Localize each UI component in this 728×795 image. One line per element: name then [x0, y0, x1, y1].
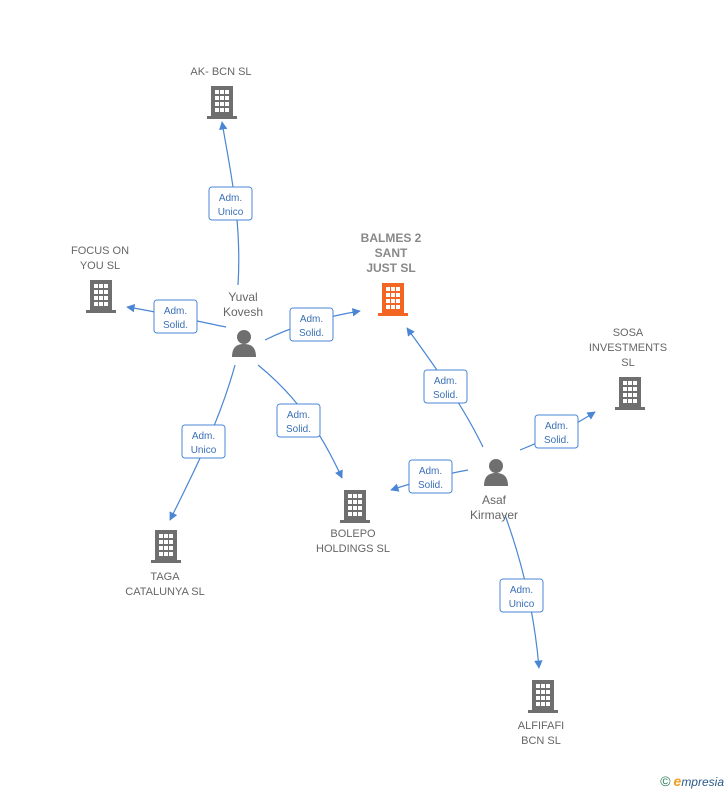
svg-text:Adm.: Adm. [510, 585, 533, 596]
svg-text:Solid.: Solid. [163, 320, 188, 331]
building-icon [151, 530, 181, 563]
person-icon [232, 330, 256, 357]
svg-text:Unico: Unico [218, 207, 244, 218]
building-icon [340, 490, 370, 523]
brand-initial: e [673, 773, 682, 789]
company-balmes[interactable]: BALMES 2 SANT JUST SL [361, 231, 422, 316]
svg-text:Adm.: Adm. [164, 306, 187, 317]
role-labels: Adm. Unico Adm. Solid. Adm. Solid. Adm. … [153, 186, 579, 613]
svg-text:BALMES 2: BALMES 2 [361, 231, 422, 245]
svg-text:JUST SL: JUST SL [366, 261, 415, 275]
building-icon [207, 86, 237, 119]
role-yuval-focus-on-you: Adm. Solid. [153, 299, 198, 334]
role-yuval-balmes: Adm. Solid. [289, 307, 334, 342]
svg-text:BCN SL: BCN SL [521, 735, 561, 747]
svg-text:Adm.: Adm. [419, 466, 442, 477]
company-bolepo[interactable]: BOLEPO HOLDINGS SL [316, 490, 390, 555]
svg-text:Asaf: Asaf [482, 493, 507, 507]
svg-text:FOCUS ON: FOCUS ON [71, 245, 129, 257]
company-alfifafi[interactable]: ALFIFAFI BCN SL [518, 680, 564, 747]
role-asaf-alfifafi: Adm. Unico [499, 578, 544, 613]
svg-text:Adm.: Adm. [287, 410, 310, 421]
building-icon [615, 377, 645, 410]
company-focus-on-you[interactable]: FOCUS ON YOU SL [71, 245, 129, 313]
company-ak-bcn[interactable]: AK- BCN SL [190, 66, 252, 119]
svg-text:YOU SL: YOU SL [80, 260, 120, 272]
company-sosa[interactable]: SOSA INVESTMENTS SL [589, 327, 667, 410]
building-icon [86, 280, 116, 313]
svg-text:Solid.: Solid. [299, 328, 324, 339]
brand-name: mpresia [681, 775, 724, 789]
role-yuval-taga: Adm. Unico [181, 424, 226, 459]
svg-text:Adm.: Adm. [300, 314, 323, 325]
svg-text:Unico: Unico [509, 599, 535, 610]
svg-text:CATALUNYA SL: CATALUNYA SL [125, 586, 204, 598]
svg-text:Yuval: Yuval [228, 290, 257, 304]
empresia-watermark: ©empresia [660, 773, 724, 789]
svg-text:Unico: Unico [191, 445, 217, 456]
person-yuval-kovesh[interactable]: Yuval Kovesh [223, 290, 263, 357]
svg-text:AK- BCN SL: AK- BCN SL [190, 66, 251, 78]
svg-text:HOLDINGS SL: HOLDINGS SL [316, 543, 390, 555]
role-asaf-balmes: Adm. Solid. [423, 369, 468, 404]
role-yuval-bolepo: Adm. Solid. [276, 403, 321, 438]
copyright-symbol: © [660, 773, 671, 789]
role-yuval-ak-bcn: Adm. Unico [208, 186, 253, 221]
company-taga[interactable]: TAGA CATALUNYA SL [125, 530, 205, 598]
svg-text:SANT: SANT [375, 246, 408, 260]
svg-text:Adm.: Adm. [192, 431, 215, 442]
svg-text:Solid.: Solid. [433, 390, 458, 401]
svg-text:Adm.: Adm. [545, 421, 568, 432]
svg-text:Solid.: Solid. [286, 424, 311, 435]
svg-text:Solid.: Solid. [544, 435, 569, 446]
svg-text:Adm.: Adm. [219, 193, 242, 204]
building-icon [378, 283, 408, 316]
person-asaf-kirmayer[interactable]: Asaf Kirmayer [470, 459, 518, 522]
svg-text:Adm.: Adm. [434, 376, 457, 387]
svg-text:Solid.: Solid. [418, 480, 443, 491]
role-asaf-sosa: Adm. Solid. [534, 414, 579, 449]
building-icon [528, 680, 558, 713]
person-icon [484, 459, 508, 486]
svg-text:SOSA: SOSA [613, 327, 644, 339]
svg-text:SL: SL [621, 357, 634, 369]
svg-text:BOLEPO: BOLEPO [330, 528, 376, 540]
svg-text:INVESTMENTS: INVESTMENTS [589, 342, 667, 354]
svg-text:ALFIFAFI: ALFIFAFI [518, 720, 564, 732]
role-asaf-bolepo: Adm. Solid. [408, 459, 453, 494]
svg-text:Kovesh: Kovesh [223, 305, 263, 319]
svg-text:Kirmayer: Kirmayer [470, 508, 518, 522]
svg-text:TAGA: TAGA [150, 571, 180, 583]
